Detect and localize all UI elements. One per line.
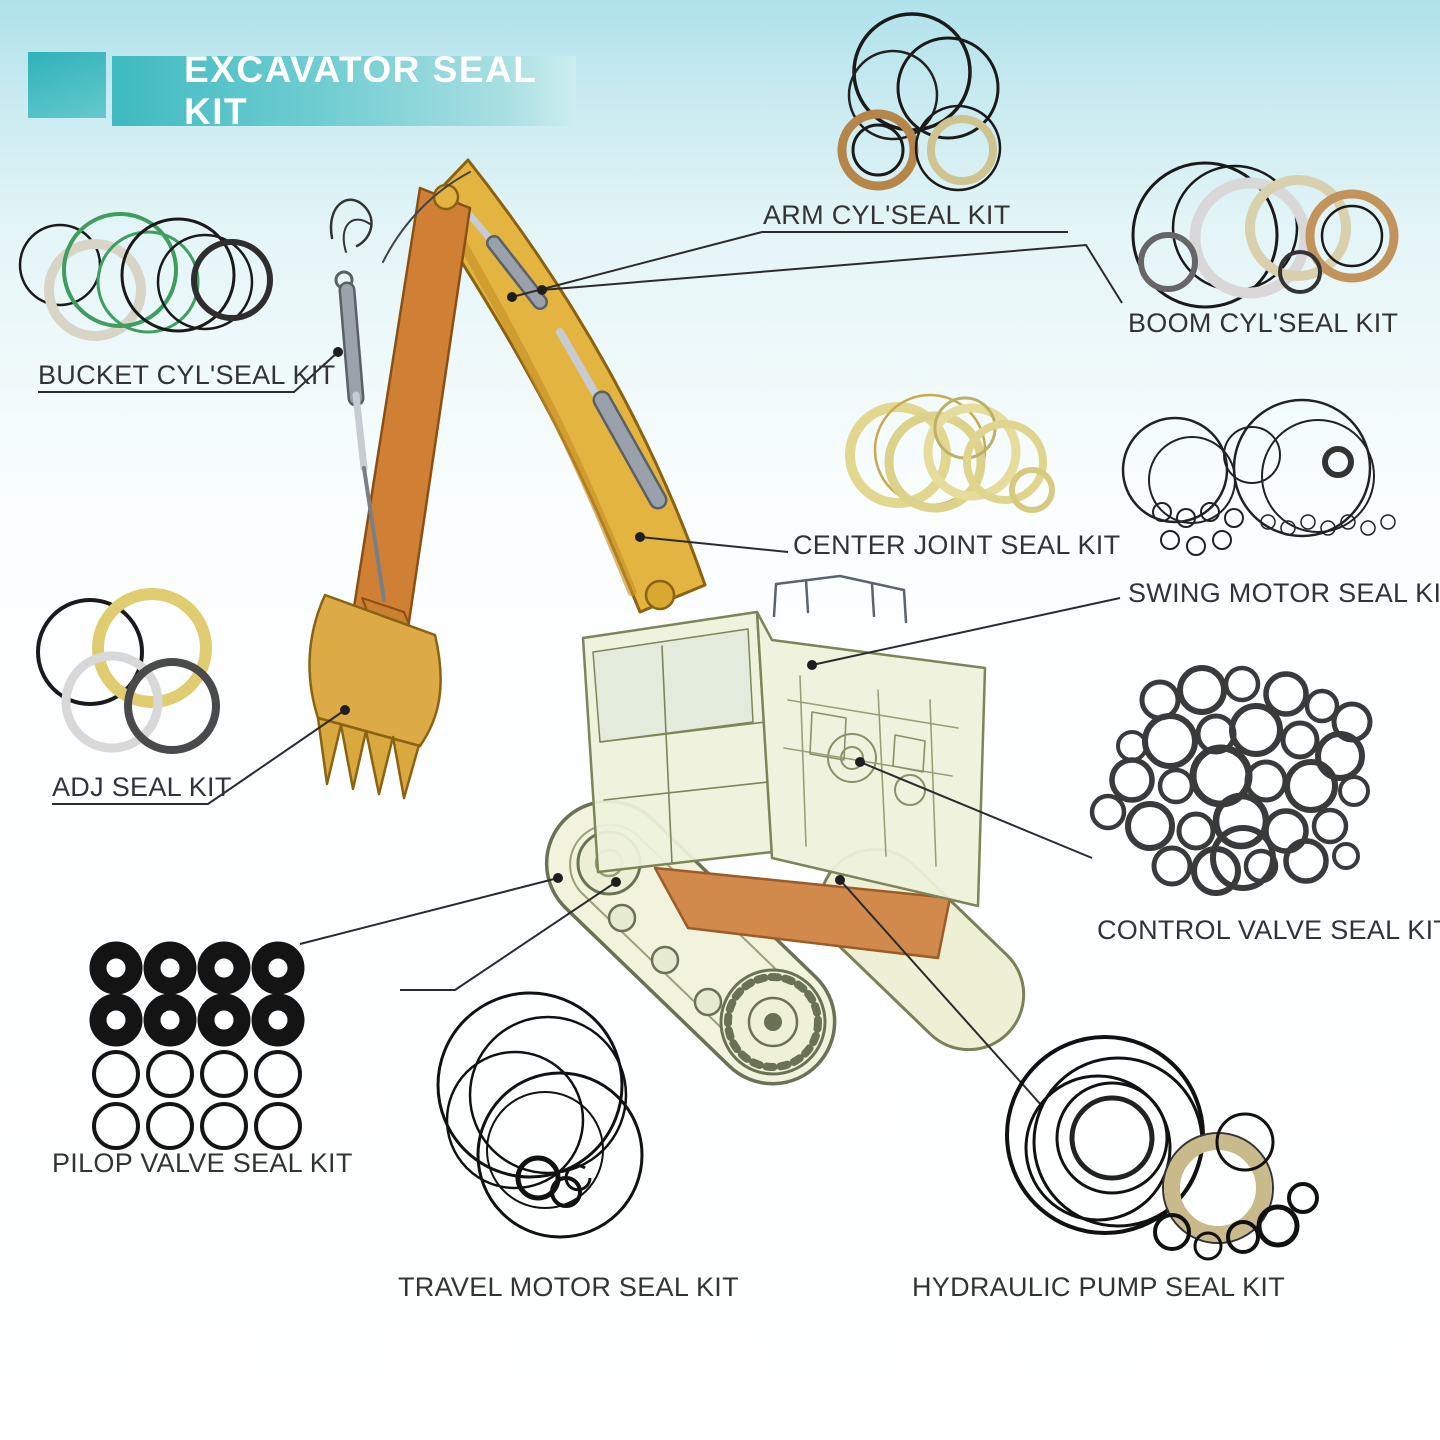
leader-bucket-cyl — [38, 351, 339, 393]
leader-travel-motor — [400, 881, 617, 991]
cab — [581, 610, 774, 874]
label-bucket-cyl-seal-kit: BUCKET CYL'SEAL KIT — [38, 360, 336, 390]
rings-pilop-valve — [89, 941, 305, 1150]
boom — [423, 158, 707, 614]
leader-arm-cyl — [511, 231, 1068, 298]
bucket-cylinder — [334, 270, 386, 602]
banner-accent-square — [28, 52, 106, 118]
label-swing-motor-seal-kit: SWING MOTOR SEAL KIT — [1128, 578, 1440, 608]
page-title: EXCAVATOR SEAL KIT — [184, 49, 537, 132]
rings-bucket-cyl — [18, 212, 273, 341]
label-adj-seal-kit: ADJ SEAL KIT — [52, 772, 232, 802]
leader-control-valve — [859, 761, 1093, 859]
label-pilop-valve-seal-kit: PILOP VALVE SEAL KIT — [52, 1148, 353, 1178]
leader-adj — [52, 709, 346, 805]
rings-travel-motor — [436, 991, 644, 1239]
hydraulic-hoses — [329, 171, 471, 263]
label-arm-cyl-seal-kit: ARM CYL'SEAL KIT — [763, 200, 1011, 230]
rings-control-valve — [1089, 665, 1373, 896]
rings-arm-cyl — [837, 12, 1002, 192]
label-hydraulic-pump-seal-kit: HYDRAULIC PUMP SEAL KIT — [912, 1272, 1285, 1302]
leader-boom-cyl — [541, 243, 1123, 304]
title-banner: EXCAVATOR SEAL KIT — [112, 49, 576, 132]
rings-boom-cyl — [1131, 161, 1399, 309]
label-center-joint-seal-kit: CENTER JOINT SEAL KIT — [793, 530, 1121, 560]
track — [544, 799, 837, 1086]
leader-lines — [38, 231, 1123, 1107]
rings-hydraulic-pump — [1005, 1035, 1319, 1261]
leader-center-joint — [639, 536, 789, 553]
leader-hydraulic-pump — [839, 879, 1043, 1107]
label-control-valve-seal-kit: CONTROL VALVE SEAL KIT — [1097, 915, 1440, 945]
base-frame — [653, 866, 952, 960]
leader-dots — [333, 285, 865, 887]
rings-adj — [36, 588, 220, 754]
boom-cylinder — [556, 328, 668, 510]
handrail — [772, 574, 908, 624]
rings-swing-motor — [1121, 398, 1396, 556]
label-travel-motor-seal-kit: TRAVEL MOTOR SEAL KIT — [398, 1272, 739, 1302]
upper-body — [755, 574, 987, 908]
bucket — [308, 593, 442, 800]
leader-pilop-valve — [299, 877, 559, 945]
leader-swing-motor — [811, 597, 1121, 666]
label-boom-cyl-seal-kit: BOOM CYL'SEAL KIT — [1128, 308, 1399, 338]
excavator-illustration — [308, 158, 1026, 1086]
rings-center-joint — [845, 393, 1055, 513]
stick-arm — [350, 183, 472, 644]
